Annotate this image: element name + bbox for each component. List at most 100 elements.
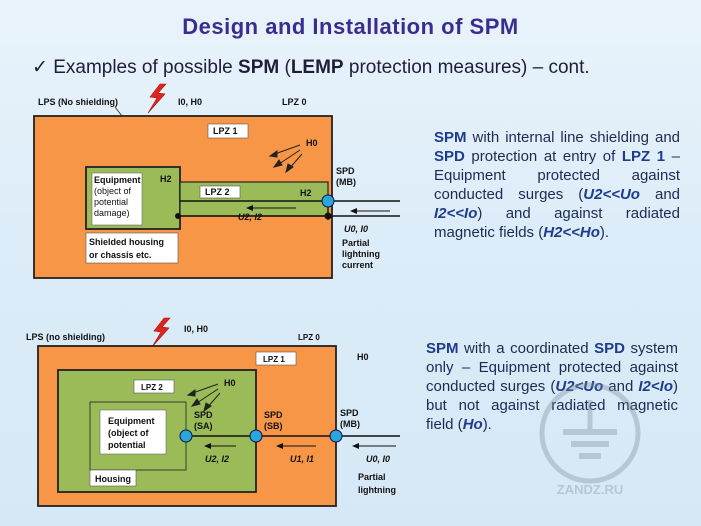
spd-sb-node	[249, 429, 263, 443]
i0h0-label: I0, H0	[178, 97, 202, 107]
partial-line1: Partial	[342, 238, 370, 248]
desc1-spd: SPD	[434, 148, 465, 165]
field-arrows-icon	[268, 144, 303, 174]
lpz2-2-label: LPZ 2	[141, 383, 163, 392]
spd-sb-line1: SPD	[264, 410, 283, 420]
description-1: SPM with internal line shielding and SPD…	[434, 128, 680, 242]
mb-label: (MB)	[336, 177, 356, 187]
spd-mb-node	[321, 194, 335, 208]
spd-sa-line2: (SA)	[194, 421, 213, 431]
description-2: SPM with a coordinated SPD system only –…	[426, 339, 678, 434]
lpz1-tag-2	[255, 351, 297, 366]
lpz0-2-label: LPZ 0	[298, 333, 320, 342]
u0i0-label: U0, I0	[344, 224, 368, 234]
u0i0-arrowhead	[350, 208, 357, 214]
ground-logo-icon: ZANDZ.RU	[539, 382, 641, 497]
bullet-suffix: protection measures) – cont.	[343, 57, 590, 78]
u2i2-arrowhead	[246, 205, 253, 211]
desc1-lpz1: LPZ 1	[621, 148, 666, 165]
field-arrows-2-icon	[186, 383, 221, 413]
housing2-tag	[89, 469, 137, 487]
equipment2-line2: (object of	[108, 428, 149, 438]
lpz1-2-label: LPZ 1	[263, 355, 285, 364]
lpz2-tag	[199, 185, 241, 199]
lpz0-label: LPZ 0	[282, 97, 307, 107]
housing-tag	[85, 232, 179, 264]
lps2-label: LPS (no shielding)	[26, 332, 105, 342]
partial2-line1: Partial	[358, 472, 386, 482]
housing-line2: or chassis etc.	[89, 250, 152, 260]
spd-mb2-line1: SPD	[340, 408, 359, 418]
spd-sa-node	[179, 429, 193, 443]
desc1-u: U2<<Uo	[583, 186, 640, 203]
h0-2-label: H0	[357, 352, 369, 362]
h2-left-label: H2	[160, 174, 172, 184]
desc2-h: Ho	[462, 416, 483, 433]
lightning-icon	[147, 83, 167, 114]
equipment-line3: potential	[94, 197, 128, 207]
lpz2-label: LPZ 2	[205, 187, 230, 197]
spd-mb2-node	[329, 429, 343, 443]
bullet-spm: SPM	[238, 57, 280, 78]
h2-right-label: H2	[300, 188, 312, 198]
u2i2-2-arrowhead	[204, 443, 211, 449]
equipment-box-2	[99, 409, 167, 455]
housing-line1: Shielded housing	[89, 237, 164, 247]
desc1-t4: and	[639, 186, 681, 203]
desc1-t5: ) and against radiated magnetic fields (	[434, 205, 680, 241]
desc2-t4: ) but not against radiated magnetic fiel…	[426, 378, 678, 433]
u2i2-label: U2, I2	[238, 212, 262, 222]
desc2-u: U2<Uo	[555, 378, 604, 395]
spd-sb-line2: (SB)	[264, 421, 283, 431]
desc2-t3: and	[603, 378, 639, 395]
equipment-line2: (object of	[94, 186, 132, 196]
desc2-spd: SPD	[594, 340, 625, 357]
i0h0-2-label: I0, H0	[184, 324, 208, 334]
desc1-spm: SPM	[434, 129, 467, 146]
lightning2-icon	[151, 317, 171, 348]
u0i0-2-label: U0, I0	[366, 454, 390, 464]
lpz2-tag-2	[133, 379, 175, 394]
equipment2-line1: Equipment	[108, 416, 155, 426]
desc1-t3: – Equipment protected against conducted …	[434, 148, 681, 203]
bullet-lemp: LEMP	[290, 57, 344, 78]
equipment2-line3: potential	[108, 440, 146, 450]
equipment-line4: damage)	[94, 208, 130, 218]
bullet-open: (	[279, 57, 291, 78]
spd-sa-line1: SPD	[194, 410, 213, 420]
u0i0-2-arrowhead	[352, 443, 359, 449]
lps-label: LPS (No shielding)	[38, 97, 118, 107]
equipment-line1: Equipment	[94, 175, 141, 185]
desc2-t2: system only – Equipment protected agains…	[426, 340, 678, 395]
partial-line2: lightning	[342, 249, 380, 259]
equipment-box	[91, 172, 143, 226]
desc1-h: H2<<Ho	[543, 224, 600, 241]
desc1-t2: protection at entry of	[464, 148, 622, 165]
spd-label: SPD	[336, 166, 355, 176]
desc2-t5: ).	[482, 416, 492, 433]
partial2-line2: lightning	[358, 485, 396, 495]
bullet-line: ✓ Examples of possible SPM (LEMP protect…	[32, 56, 590, 79]
h0-label: H0	[306, 138, 318, 148]
u1i1-arrowhead	[276, 443, 283, 449]
slide-title: Design and Installation of SPM	[182, 14, 519, 39]
lpz1-tag	[207, 123, 249, 139]
desc2-i: I2<Io	[638, 378, 673, 395]
lpz1-label: LPZ 1	[213, 126, 238, 136]
watermark-text: ZANDZ.RU	[557, 482, 623, 497]
cable-node-left	[175, 213, 181, 219]
desc1-i: I2<<Io	[434, 205, 478, 222]
desc1-t6: ).	[599, 224, 610, 241]
desc2-t1: with a coordinated	[458, 340, 595, 357]
check-icon: ✓	[32, 57, 48, 78]
spd-mb2-line2: (MB)	[340, 419, 360, 429]
desc1-t1: with internal line shielding and	[466, 129, 680, 146]
bullet-prefix: Examples of possible	[53, 57, 239, 78]
h0-inner-label: H0	[224, 378, 236, 388]
housing2-label: Housing	[95, 474, 131, 484]
partial-line3: current	[342, 260, 373, 270]
u2i2-2-label: U2, I2	[205, 454, 229, 464]
desc2-spm: SPM	[426, 340, 459, 357]
u1i1-label: U1, I1	[290, 454, 314, 464]
